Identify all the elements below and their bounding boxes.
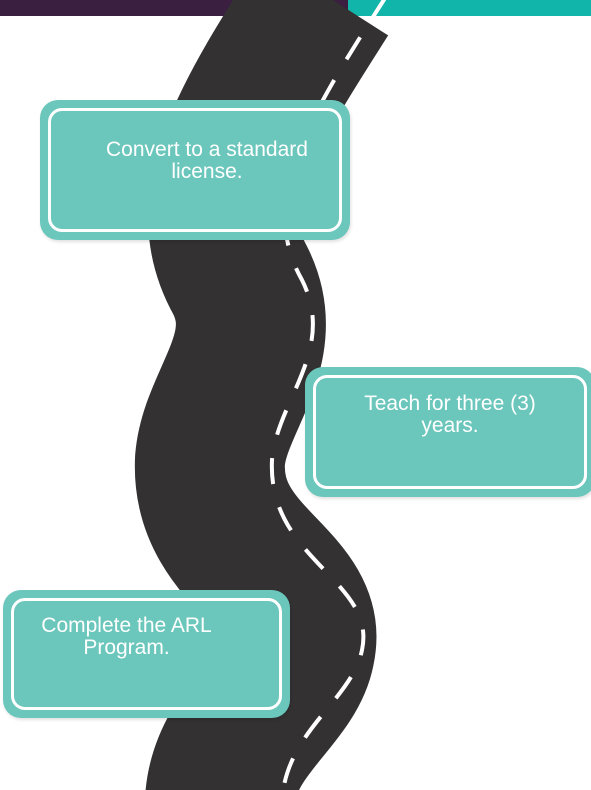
step-frame: Convert to a standard license. [48, 108, 342, 232]
step-frame: Teach for three (3) years. [313, 375, 587, 489]
step-frame: Complete the ARL Program. [11, 598, 282, 710]
roadmap-step-teach-three-years: Teach for three (3) years. [305, 367, 591, 497]
step-label: Convert to a standard license. [106, 137, 308, 183]
step-label: Teach for three (3) years. [364, 391, 536, 437]
header-bar-right [348, 0, 591, 16]
step-label: Complete the ARL Program. [41, 613, 212, 659]
roadmap-step-convert-license: Convert to a standard license. [40, 100, 350, 240]
roadmap-step-complete-arl-program: Complete the ARL Program. [3, 590, 290, 718]
